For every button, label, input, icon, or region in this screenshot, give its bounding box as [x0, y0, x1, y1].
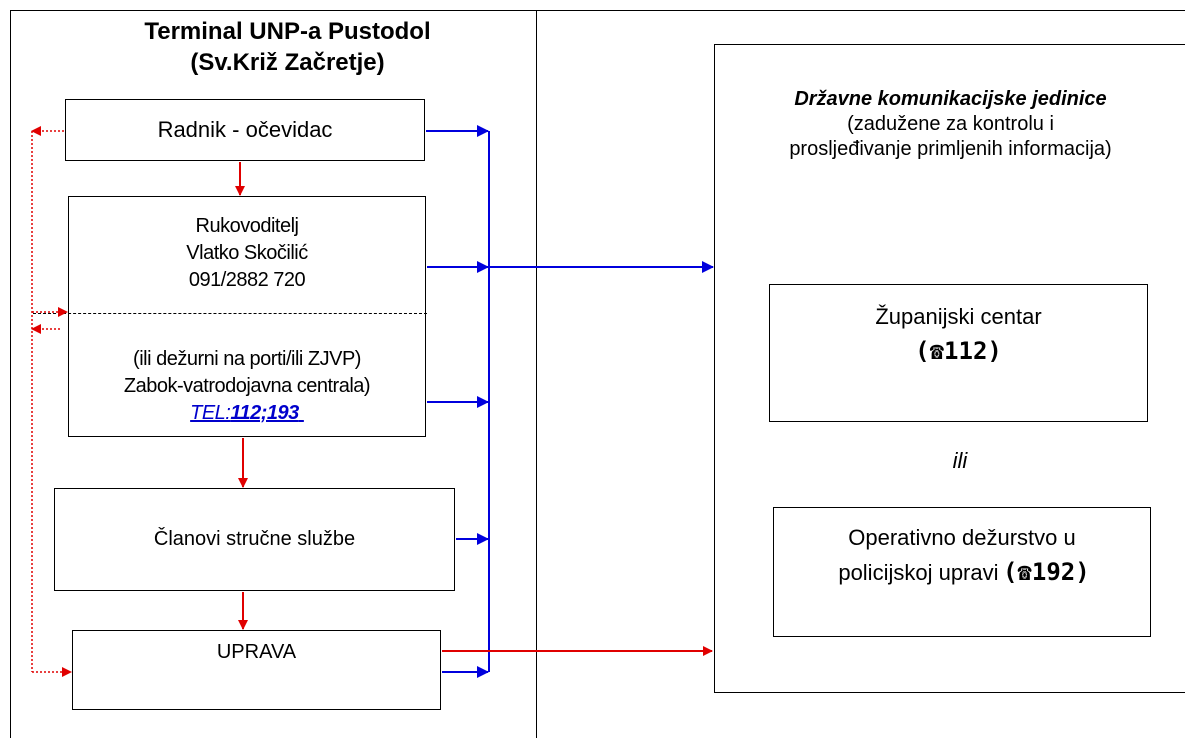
police-line1: Operativno dežurstvo u	[848, 525, 1076, 550]
police-phone: 192)	[1031, 558, 1090, 586]
top-line	[537, 10, 1185, 11]
management-label: UPRAVA	[216, 641, 297, 663]
duty-tel-prefix: TEL:	[190, 401, 231, 424]
terminal-title: Terminal UNP-a Pustodol (Sv.Križ Začretj…	[60, 14, 515, 80]
county-phone-line: (☎112)	[915, 337, 1002, 365]
county-center-box: Županijski centar (☎112)	[769, 284, 1148, 422]
duty-section: (ili dežurni na porti/ili ZJVP) Zabok-va…	[69, 340, 425, 432]
witness-box: Radnik - očevidac	[65, 99, 425, 161]
state-units-title: Državne komunikacijske jedinice	[794, 87, 1107, 110]
state-units-header: Državne komunikacijske jedinice (zadužen…	[716, 76, 1185, 172]
or-label: ili	[952, 448, 968, 473]
state-units-subtitle-1: (zadužene za kontrolu i	[847, 112, 1054, 135]
county-center-label: Županijski centar	[875, 304, 1042, 329]
section-divider	[33, 313, 427, 314]
manager-role: Rukovoditelj	[195, 214, 299, 237]
terminal-title-line1: Terminal UNP-a Pustodol	[144, 18, 431, 45]
manager-section: Rukovoditelj Vlatko Skočilić 091/2882 72…	[69, 203, 425, 303]
police-line2-row: policijskoj upravi (☎192)	[784, 558, 1144, 587]
manager-name: Vlatko Skočilić	[186, 241, 308, 264]
experts-label: Članovi stručne službe	[153, 528, 356, 550]
duty-tel-numbers: 112;193	[230, 401, 299, 424]
county-phone: 112)	[944, 337, 1002, 365]
experts-box: Članovi stručne službe	[54, 488, 455, 591]
phone-icon: ☎	[1017, 558, 1032, 586]
management-box: UPRAVA	[72, 630, 441, 710]
police-box: Operativno dežurstvo u policijskoj uprav…	[773, 507, 1151, 637]
police-line2: policijskoj upravi	[838, 560, 999, 585]
duty-line1: (ili dežurni na porti/ili ZJVP)	[133, 347, 361, 370]
phone-icon: ☎	[929, 337, 945, 365]
state-units-frame	[714, 44, 1185, 693]
duty-line2: Zabok-vatrodojavna centrala)	[123, 374, 371, 397]
duty-tel-link[interactable]: TEL:112;193	[190, 400, 304, 427]
terminal-frame	[10, 10, 537, 738]
manager-phone: 091/2882 720	[188, 268, 306, 291]
police-phone-line: (☎192)	[1002, 558, 1090, 586]
terminal-title-line2: (Sv.Križ Začretje)	[190, 49, 385, 76]
witness-label: Radnik - očevidac	[157, 117, 333, 142]
state-units-subtitle-2: prosljeđivanje primljenih informacija)	[789, 137, 1112, 160]
manager-box: Rukovoditelj Vlatko Skočilić 091/2882 72…	[33, 196, 427, 437]
